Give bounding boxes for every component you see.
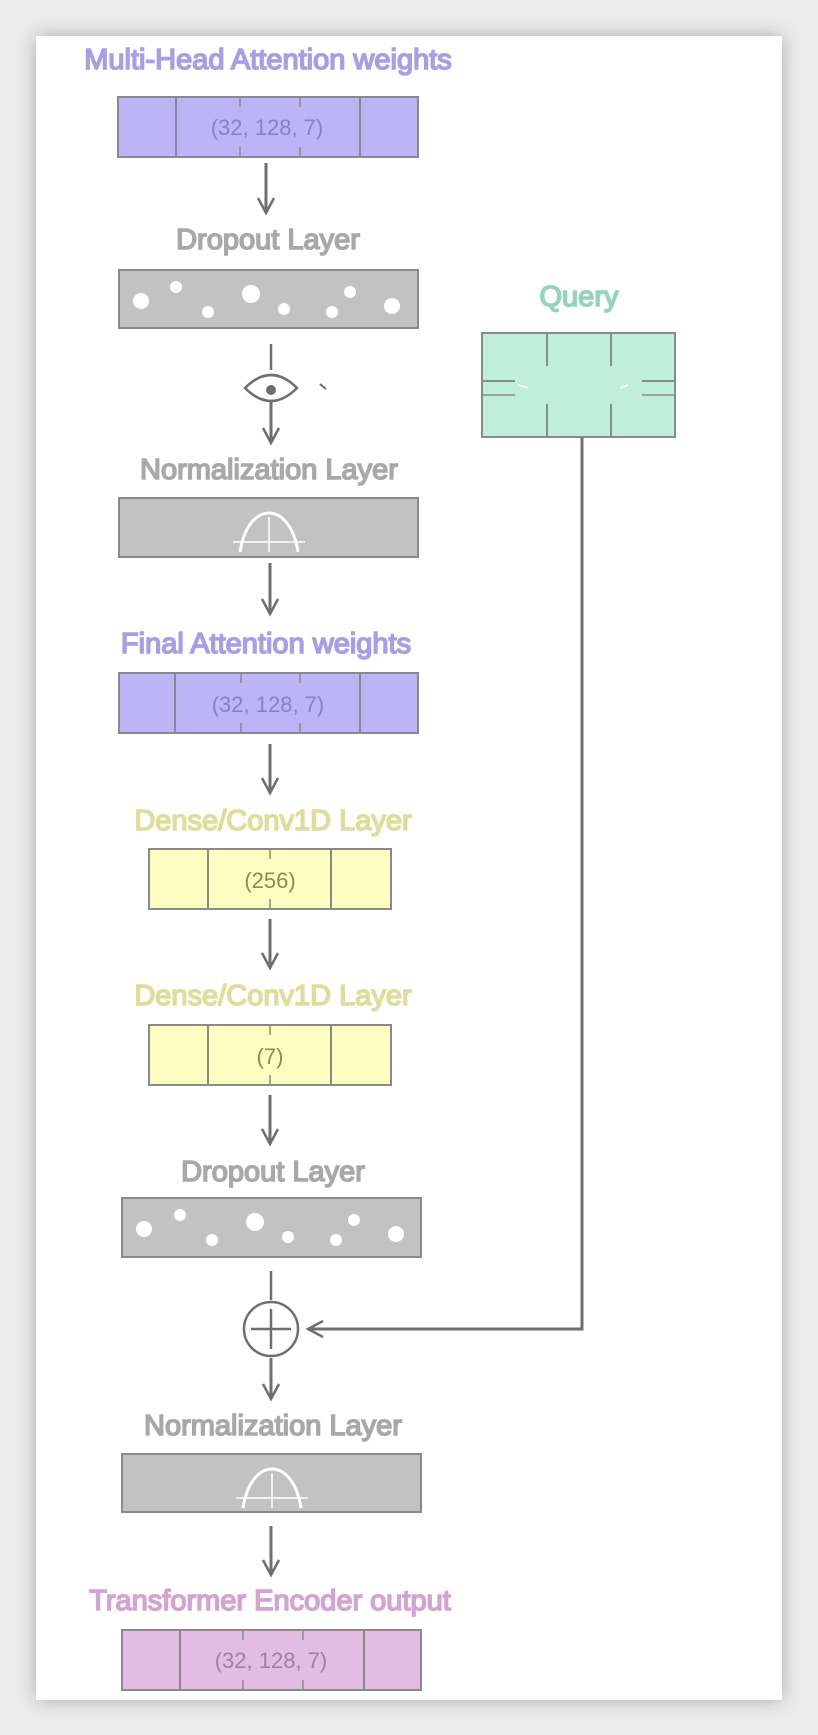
final-attention-shape: (32, 128, 7) xyxy=(212,692,325,717)
dropout-1-title: Dropout Layer xyxy=(176,224,360,256)
dropout-2-box xyxy=(121,1197,422,1258)
dropout-dots xyxy=(133,281,400,318)
diagram-canvas: Multi-Head Attention weights (32, 128, 7… xyxy=(83,43,676,1691)
dense-2-title: Dense/Conv1D Layer xyxy=(134,980,412,1012)
plus-circle-icon xyxy=(242,1300,300,1358)
mha-weights-box: (32, 128, 7) xyxy=(117,96,419,158)
dropout-2-title: Dropout Layer xyxy=(181,1156,365,1188)
norm-1-title: Normalization Layer xyxy=(140,454,398,486)
mha-weights-title: Multi-Head Attention weights xyxy=(84,44,452,76)
dropout-1-box xyxy=(118,269,419,329)
final-attention-box: (32, 128, 7) xyxy=(118,672,419,734)
final-attention-title: Final Attention weights xyxy=(121,628,411,660)
norm-2-box xyxy=(121,1453,422,1513)
encoder-output-shape: (32, 128, 7) xyxy=(215,1648,328,1673)
encoder-output-box: (32, 128, 7) xyxy=(121,1629,422,1691)
norm-2-title: Normalization Layer xyxy=(144,1410,402,1442)
arrow-query-residual xyxy=(305,437,584,1339)
bell-curve-icon xyxy=(238,511,300,553)
dense-1-title: Dense/Conv1D Layer xyxy=(134,805,412,837)
norm-1-box xyxy=(118,497,419,558)
encoder-output-title: Transformer Encoder output xyxy=(89,1585,451,1617)
dense-2-shape: (7) xyxy=(257,1044,284,1069)
diagram-card: Multi-Head Attention weights (32, 128, 7… xyxy=(36,36,782,1700)
dense-1-shape: (256) xyxy=(244,868,295,893)
eye-icon xyxy=(243,373,327,403)
query-title: Query xyxy=(540,281,619,313)
query-box xyxy=(481,332,676,438)
bell-curve-icon xyxy=(241,1467,303,1509)
mha-weights-shape: (32, 128, 7) xyxy=(211,115,324,140)
dropout-dots xyxy=(136,1209,404,1246)
dense-2-box: (7) xyxy=(148,1024,392,1086)
dense-1-box: (256) xyxy=(148,848,392,910)
